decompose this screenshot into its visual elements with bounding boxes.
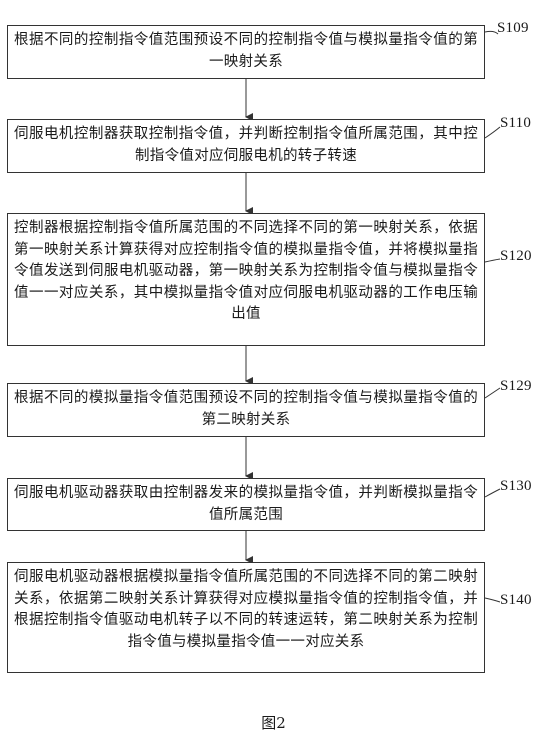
step-text-s140: 伺服电机驱动器根据模拟量指令值所属范围的不同选择不同的第二映射关系，依据第二映射… (14, 569, 478, 650)
step-text-s109: 根据不同的控制指令值范围预设不同的控制指令值与模拟量指令值的第一映射关系 (14, 32, 478, 70)
leader-line-s110 (484, 126, 501, 139)
step-label-s109: S109 (497, 20, 529, 36)
step-text-s130: 伺服电机驱动器获取由控制器发来的模拟量指令值，并判断模拟量指令值所属范围 (14, 485, 478, 523)
step-box-s129: 根据不同的模拟量指令值范围预设不同的控制指令值与模拟量指令值的第二映射关系 (7, 383, 485, 437)
step-label-s129: S129 (500, 378, 532, 394)
leader-line-s129 (484, 387, 501, 399)
figure-caption: 图2 (261, 714, 286, 732)
step-box-s109: 根据不同的控制指令值范围预设不同的控制指令值与模拟量指令值的第一映射关系 (7, 25, 485, 79)
step-box-s130: 伺服电机驱动器获取由控制器发来的模拟量指令值，并判断模拟量指令值所属范围 (7, 478, 485, 531)
step-text-s120: 控制器根据控制指令值所属范围的不同选择不同的第一映射关系，依据第一映射关系计算获… (14, 220, 478, 322)
step-label-s140: S140 (500, 592, 532, 608)
leader-line-s140 (484, 597, 501, 603)
step-box-s140: 伺服电机驱动器根据模拟量指令值所属范围的不同选择不同的第二映射关系，依据第二映射… (7, 562, 485, 673)
leader-line-s130 (484, 488, 501, 498)
step-box-s120: 控制器根据控制指令值所属范围的不同选择不同的第一映射关系，依据第一映射关系计算获… (7, 213, 485, 346)
step-text-s129: 根据不同的模拟量指令值范围预设不同的控制指令值与模拟量指令值的第二映射关系 (14, 390, 478, 428)
leader-line-s120 (484, 258, 501, 263)
step-label-s130: S130 (500, 478, 532, 494)
step-label-s120: S120 (500, 248, 532, 264)
step-label-s110: S110 (500, 115, 532, 131)
step-box-s110: 伺服电机控制器获取控制指令值，并判断控制指令值所属范围，其中控制指令值对应伺服电… (7, 119, 485, 173)
leader-line-s109 (484, 30, 499, 35)
step-text-s110: 伺服电机控制器获取控制指令值，并判断控制指令值所属范围，其中控制指令值对应伺服电… (14, 126, 478, 164)
